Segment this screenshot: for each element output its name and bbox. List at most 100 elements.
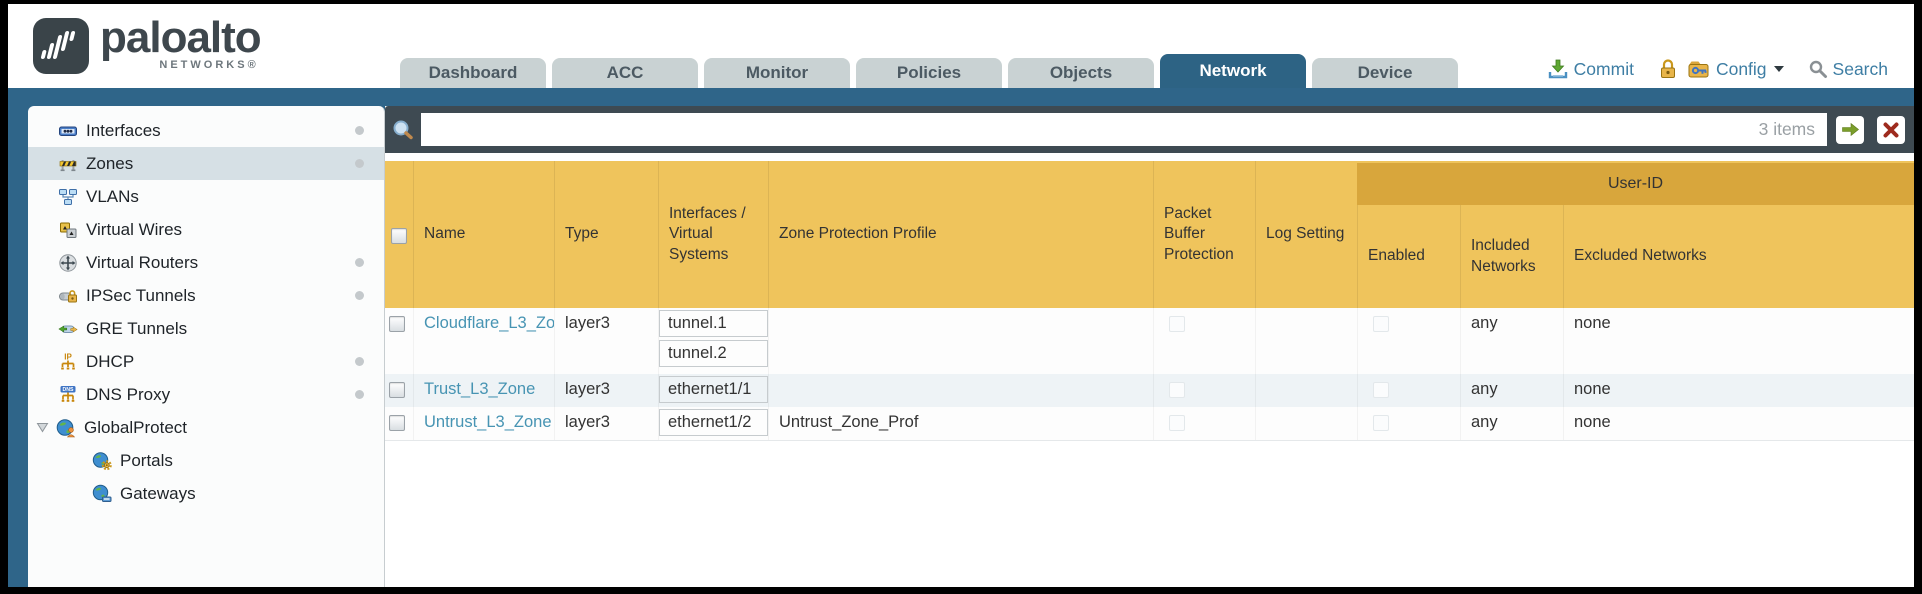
tab-objects[interactable]: Objects xyxy=(1008,58,1154,88)
zone-type-cell: layer3 xyxy=(554,308,658,374)
tab-dashboard[interactable]: Dashboard xyxy=(400,58,546,88)
tab-acc[interactable]: ACC xyxy=(552,58,698,88)
packet-buffer-protection-checkbox[interactable] xyxy=(1169,382,1185,398)
chevron-down-icon xyxy=(1773,66,1784,72)
sidebar-item-label: Portals xyxy=(120,450,173,470)
apply-filter-button[interactable] xyxy=(1836,115,1864,144)
sidebar-item-dhcp[interactable]: IP DHCP xyxy=(28,345,384,378)
sidebar-item-gre-tunnels[interactable]: GRE Tunnels xyxy=(28,312,384,345)
user-id-enabled-checkbox[interactable] xyxy=(1373,316,1389,332)
sidebar-item-label: DHCP xyxy=(86,351,135,371)
status-dot xyxy=(355,390,364,399)
included-networks-cell: any xyxy=(1460,374,1563,407)
sidebar-item-label: GlobalProtect xyxy=(84,417,187,437)
user-id-enabled-checkbox[interactable] xyxy=(1373,382,1389,398)
column-header-type[interactable]: Type xyxy=(554,161,658,308)
tab-network[interactable]: Network xyxy=(1160,54,1306,88)
config-menu-button[interactable]: Config xyxy=(1687,58,1784,80)
user-id-enabled-checkbox[interactable] xyxy=(1373,415,1389,431)
clear-filter-button[interactable] xyxy=(1877,115,1905,144)
tab-device[interactable]: Device xyxy=(1312,58,1458,88)
user-id-group-header: User-ID xyxy=(1357,163,1914,205)
sidebar-item-portals[interactable]: Portals xyxy=(28,444,384,477)
filter-input-wrap: 3 items xyxy=(421,113,1827,146)
column-header-name[interactable]: Name xyxy=(413,161,554,308)
status-dot xyxy=(355,357,364,366)
excluded-networks-cell: none xyxy=(1563,374,1914,407)
column-header-zone-protection-profile[interactable]: Zone Protection Profile xyxy=(768,161,1153,308)
ipsec-tunnels-icon xyxy=(59,289,77,302)
green-arrow-icon xyxy=(1841,122,1859,137)
row-checkbox[interactable] xyxy=(389,382,405,398)
paloalto-logo-icon xyxy=(33,18,89,74)
sidebar-item-virtual-wires[interactable]: Virtual Wires xyxy=(28,213,384,246)
paloalto-logo: paloalto NETWORKS® xyxy=(32,13,262,75)
column-header-enabled[interactable]: Enabled xyxy=(1357,205,1460,308)
sidebar-item-label: Virtual Routers xyxy=(86,252,199,272)
log-setting-cell xyxy=(1255,308,1357,374)
included-networks-cell: any xyxy=(1460,308,1563,374)
status-dot xyxy=(355,159,364,168)
portals-icon xyxy=(92,451,112,470)
column-header-included-networks[interactable]: Included Networks xyxy=(1460,205,1563,308)
zones-icon xyxy=(59,159,77,171)
user-id-enabled-cell xyxy=(1357,308,1460,374)
excluded-networks-cell: none xyxy=(1563,308,1914,374)
row-select-cell xyxy=(385,407,413,440)
sidebar-item-interfaces[interactable]: Interfaces xyxy=(28,114,384,147)
zone-name-link[interactable]: Trust_L3_Zone xyxy=(424,380,536,398)
table-row: Untrust_L3_Zone layer3 ethernet1/2 Untru… xyxy=(385,407,1914,441)
sidebar-item-virtual-routers[interactable]: Virtual Routers xyxy=(28,246,384,279)
tab-monitor[interactable]: Monitor xyxy=(704,58,850,88)
sidebar-item-label: IPSec Tunnels xyxy=(86,285,196,305)
packet-buffer-protection-checkbox[interactable] xyxy=(1169,316,1185,332)
row-checkbox[interactable] xyxy=(389,316,405,332)
sidebar-item-globalprotect[interactable]: GlobalProtect xyxy=(28,411,384,444)
sidebar-item-label: Zones xyxy=(86,153,134,173)
column-header-interfaces[interactable]: Interfaces / Virtual Systems xyxy=(658,161,768,308)
collapse-triangle-icon[interactable] xyxy=(36,422,52,433)
svg-text:IP: IP xyxy=(64,352,72,361)
select-all-cell xyxy=(385,161,413,308)
interfaces-icon xyxy=(59,126,77,136)
zone-name-cell: Untrust_L3_Zone xyxy=(413,407,554,440)
sidebar-item-label: VLANs xyxy=(86,186,139,206)
sidebar-item-label: DNS Proxy xyxy=(86,384,171,404)
table-row: Trust_L3_Zone layer3 ethernet1/1 any non… xyxy=(385,374,1914,407)
sidebar-item-gateways[interactable]: Gateways xyxy=(28,477,384,510)
zone-interfaces-cell: ethernet1/1 xyxy=(658,374,768,407)
row-select-cell xyxy=(385,308,413,374)
lock-icon[interactable] xyxy=(1658,58,1678,80)
zone-protection-profile-cell xyxy=(768,374,1153,407)
user-id-enabled-cell xyxy=(1357,407,1460,440)
zone-name-link[interactable]: Cloudflare_L3_Zone xyxy=(424,314,554,332)
main-tab-bar: Dashboard ACC Monitor Policies Objects N… xyxy=(400,54,1458,88)
status-dot xyxy=(355,126,364,135)
zone-name-link[interactable]: Untrust_L3_Zone xyxy=(424,413,552,431)
config-icon xyxy=(1688,61,1709,78)
packet-buffer-protection-checkbox[interactable] xyxy=(1169,415,1185,431)
gateways-icon xyxy=(92,484,112,502)
item-count: 3 items xyxy=(1758,119,1815,139)
search-button[interactable]: Search xyxy=(1808,59,1888,80)
sidebar-item-ipsec-tunnels[interactable]: IPSec Tunnels xyxy=(28,279,384,312)
filter-input[interactable] xyxy=(421,113,1759,146)
panos-app-window: paloalto NETWORKS® Dashboard ACC Monitor… xyxy=(8,4,1914,587)
sidebar-item-dns-proxy[interactable]: DNS DNS Proxy xyxy=(28,378,384,411)
commit-button[interactable]: Commit xyxy=(1547,58,1634,80)
brand-name: paloalto xyxy=(100,13,262,62)
zone-type-cell: layer3 xyxy=(554,374,658,407)
red-x-icon xyxy=(1883,122,1899,137)
tab-policies[interactable]: Policies xyxy=(856,58,1002,88)
packet-buffer-protection-cell xyxy=(1153,308,1255,374)
interface-item: tunnel.2 xyxy=(659,340,768,367)
column-header-packet-buffer-protection[interactable]: Packet Buffer Protection xyxy=(1153,161,1255,308)
included-networks-cell: any xyxy=(1460,407,1563,440)
sidebar-item-vlans[interactable]: VLANs xyxy=(28,180,384,213)
column-header-excluded-networks[interactable]: Excluded Networks xyxy=(1563,205,1914,308)
sidebar-item-zones[interactable]: Zones xyxy=(28,147,384,180)
column-header-log-setting[interactable]: Log Setting xyxy=(1255,161,1357,308)
select-all-checkbox[interactable] xyxy=(391,227,407,244)
filter-search-icon xyxy=(393,120,413,139)
row-checkbox[interactable] xyxy=(389,415,405,431)
